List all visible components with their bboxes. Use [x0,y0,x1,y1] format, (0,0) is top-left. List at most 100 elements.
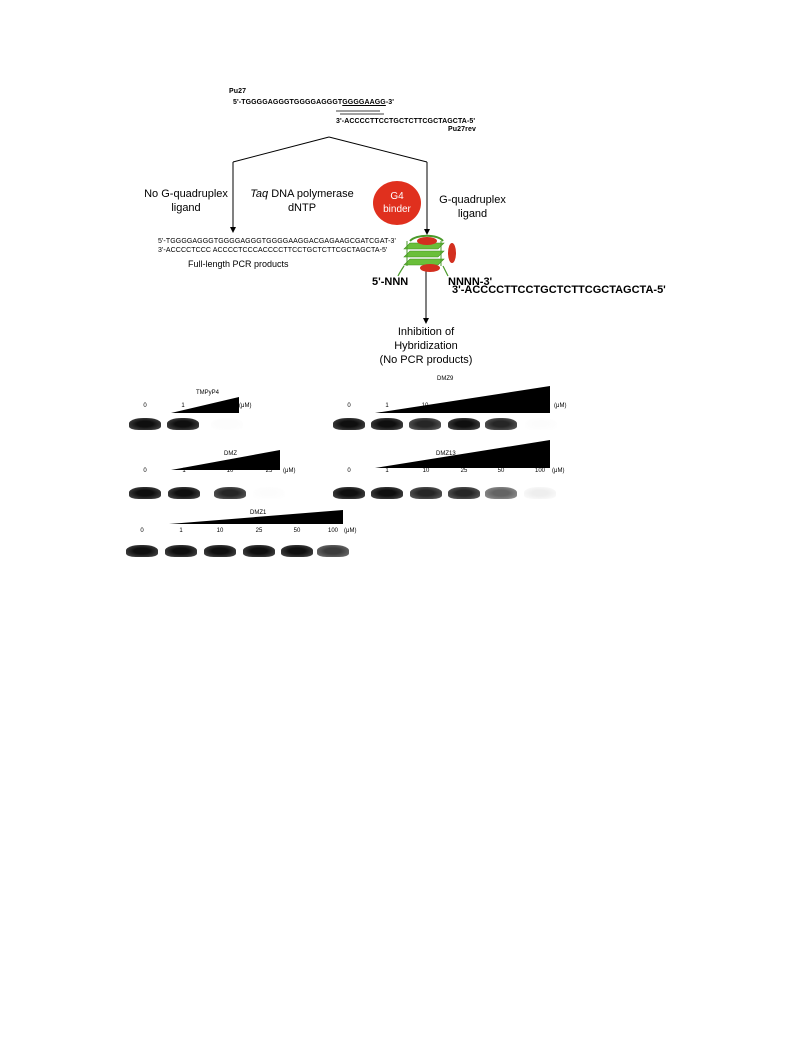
concentration-unit: (μM) [283,468,296,474]
ligand-line2: ligand [457,208,488,220]
gel-band [167,418,199,430]
gel-band [165,545,197,557]
three-prime-label: NNNN-3' [448,276,493,288]
gel-band [281,545,313,557]
lane-label: 0 [143,468,147,474]
ligand-top-ellipse [417,237,437,245]
gel-band [129,418,161,430]
gel-band [485,418,517,430]
pu27-seq-prefix: 5'-TGGGGAGGGTGGGGAGGGT [233,99,343,106]
pu27rev-label: Pu27rev [448,126,476,133]
lane-label: 50 [497,468,505,474]
gel-band [214,487,246,499]
lane-label: 1 [385,403,389,409]
wedge-tmpyp4 [171,397,239,413]
gel-band [243,545,275,557]
inhibition-line2: Hybridization [394,340,458,352]
wedge-dmz [171,450,280,470]
five-prime-label: 5'-NNN [372,276,409,288]
gel-band [524,487,556,499]
branch-right-line [328,136,428,163]
taq-line: Taq DNA polymerase [237,187,367,201]
gel-band [409,418,441,430]
lane-label: 25 [255,528,263,534]
lane-label: 50 [497,403,505,409]
gel-band [371,487,403,499]
lane-label: 25 [460,468,468,474]
lane-label: 100 [535,403,546,409]
gel-band [485,487,517,499]
gel-band [253,487,285,499]
gel-band [525,418,557,430]
gel-band [333,487,365,499]
lane-label: 25 [265,468,273,474]
lane-label: 10 [421,403,429,409]
dntp-label: dNTP [287,202,317,214]
lane-label: 1 [179,528,183,534]
taq-italic: Taq [250,188,269,200]
lane-label: 10 [216,528,224,534]
gel-band [204,545,236,557]
lane-label: 0 [347,468,351,474]
inhibition-line1: Inhibition of [397,326,455,338]
gel-band [129,487,161,499]
lane-label: 10 [422,468,430,474]
lane-label: 100 [534,468,545,474]
inhibition-line3: (No PCR products) [379,354,473,366]
gel-band [448,487,480,499]
lane-label: 10 [223,403,231,409]
g-quadruplex-icon [397,234,456,277]
lane-label: 0 [143,403,147,409]
gel-band [168,487,200,499]
g4-binder-badge: G4 binder [373,181,421,225]
lane-label: 1 [385,468,389,474]
gel-title-tmpyp4: TMPyP4 [196,390,220,396]
concentration-unit: (μM) [554,403,567,409]
no-ligand-line1: No G-quadruplex [144,188,228,200]
g4-line2: binder [383,204,411,215]
pu27rev-sequence: 3'-ACCCCTTCCTGCTCTTCGCTAGCTA-5' [336,118,476,125]
lane-label: 1 [182,468,186,474]
pu27-label: Pu27 [229,88,247,95]
gel-band [126,545,158,557]
product-seq-top: 5'-TGGGGAGGGTGGGGAGGGTGGGGAAGGACGAGAAGCG… [158,238,396,245]
gel-title-dmz: DMZ [224,451,237,457]
product-seq-bottom: 3'-ACCCCTCCC ACCCCTCCCACCCCTTCCTGCTCTTCG… [158,247,388,254]
lane-label: 100 [327,528,338,534]
full-length-label: Full-length PCR products [188,259,289,269]
wedge-dmz1 [169,510,343,524]
ligand-side-ellipse [448,243,456,263]
lane-label: 1 [181,403,185,409]
concentration-unit: (μM) [239,403,252,409]
pu27-seq-suffix: -3' [385,99,395,106]
gel-band [448,418,480,430]
concentration-unit: (μM) [552,468,565,474]
gel-band [333,418,365,430]
gel-band [371,418,403,430]
rev-bound-seq: 3'-ACCCCTTCCTGCTCTTCGCTAGCTA-5' [452,284,666,296]
pu27-seq-underlined: GGGGAAGG [342,99,386,106]
taq-label: Taq DNA polymerase dNTP [237,187,367,215]
no-ligand-line2: ligand [171,202,201,214]
concentration-unit: (μM) [344,528,357,534]
g4-line1: G4 [390,191,404,202]
gel-title-dmz1: DMZ1 [250,510,267,516]
lane-label: 0 [140,528,144,534]
no-ligand-label: No G-quadruplex ligand [136,187,236,215]
wedge-dmz9 [375,386,550,413]
lane-label: 25 [460,403,468,409]
gel-title-dmz9: DMZ9 [437,376,454,382]
gel-title-dmz13: DMZ13 [436,451,456,457]
lane-label: 10 [226,468,234,474]
ligand-bottom-ellipse [420,264,440,272]
g-quadruplex-ligand-label: G-quadruplex ligand [430,193,515,221]
wedge-dmz13 [375,440,550,468]
lane-label: 50 [293,528,301,534]
gel-band [317,545,349,557]
gel-band [211,418,243,430]
lane-label: 0 [347,403,351,409]
ligand-line1: G-quadruplex [439,194,506,206]
taq-rest: DNA polymerase [268,188,354,200]
gel-band [410,487,442,499]
